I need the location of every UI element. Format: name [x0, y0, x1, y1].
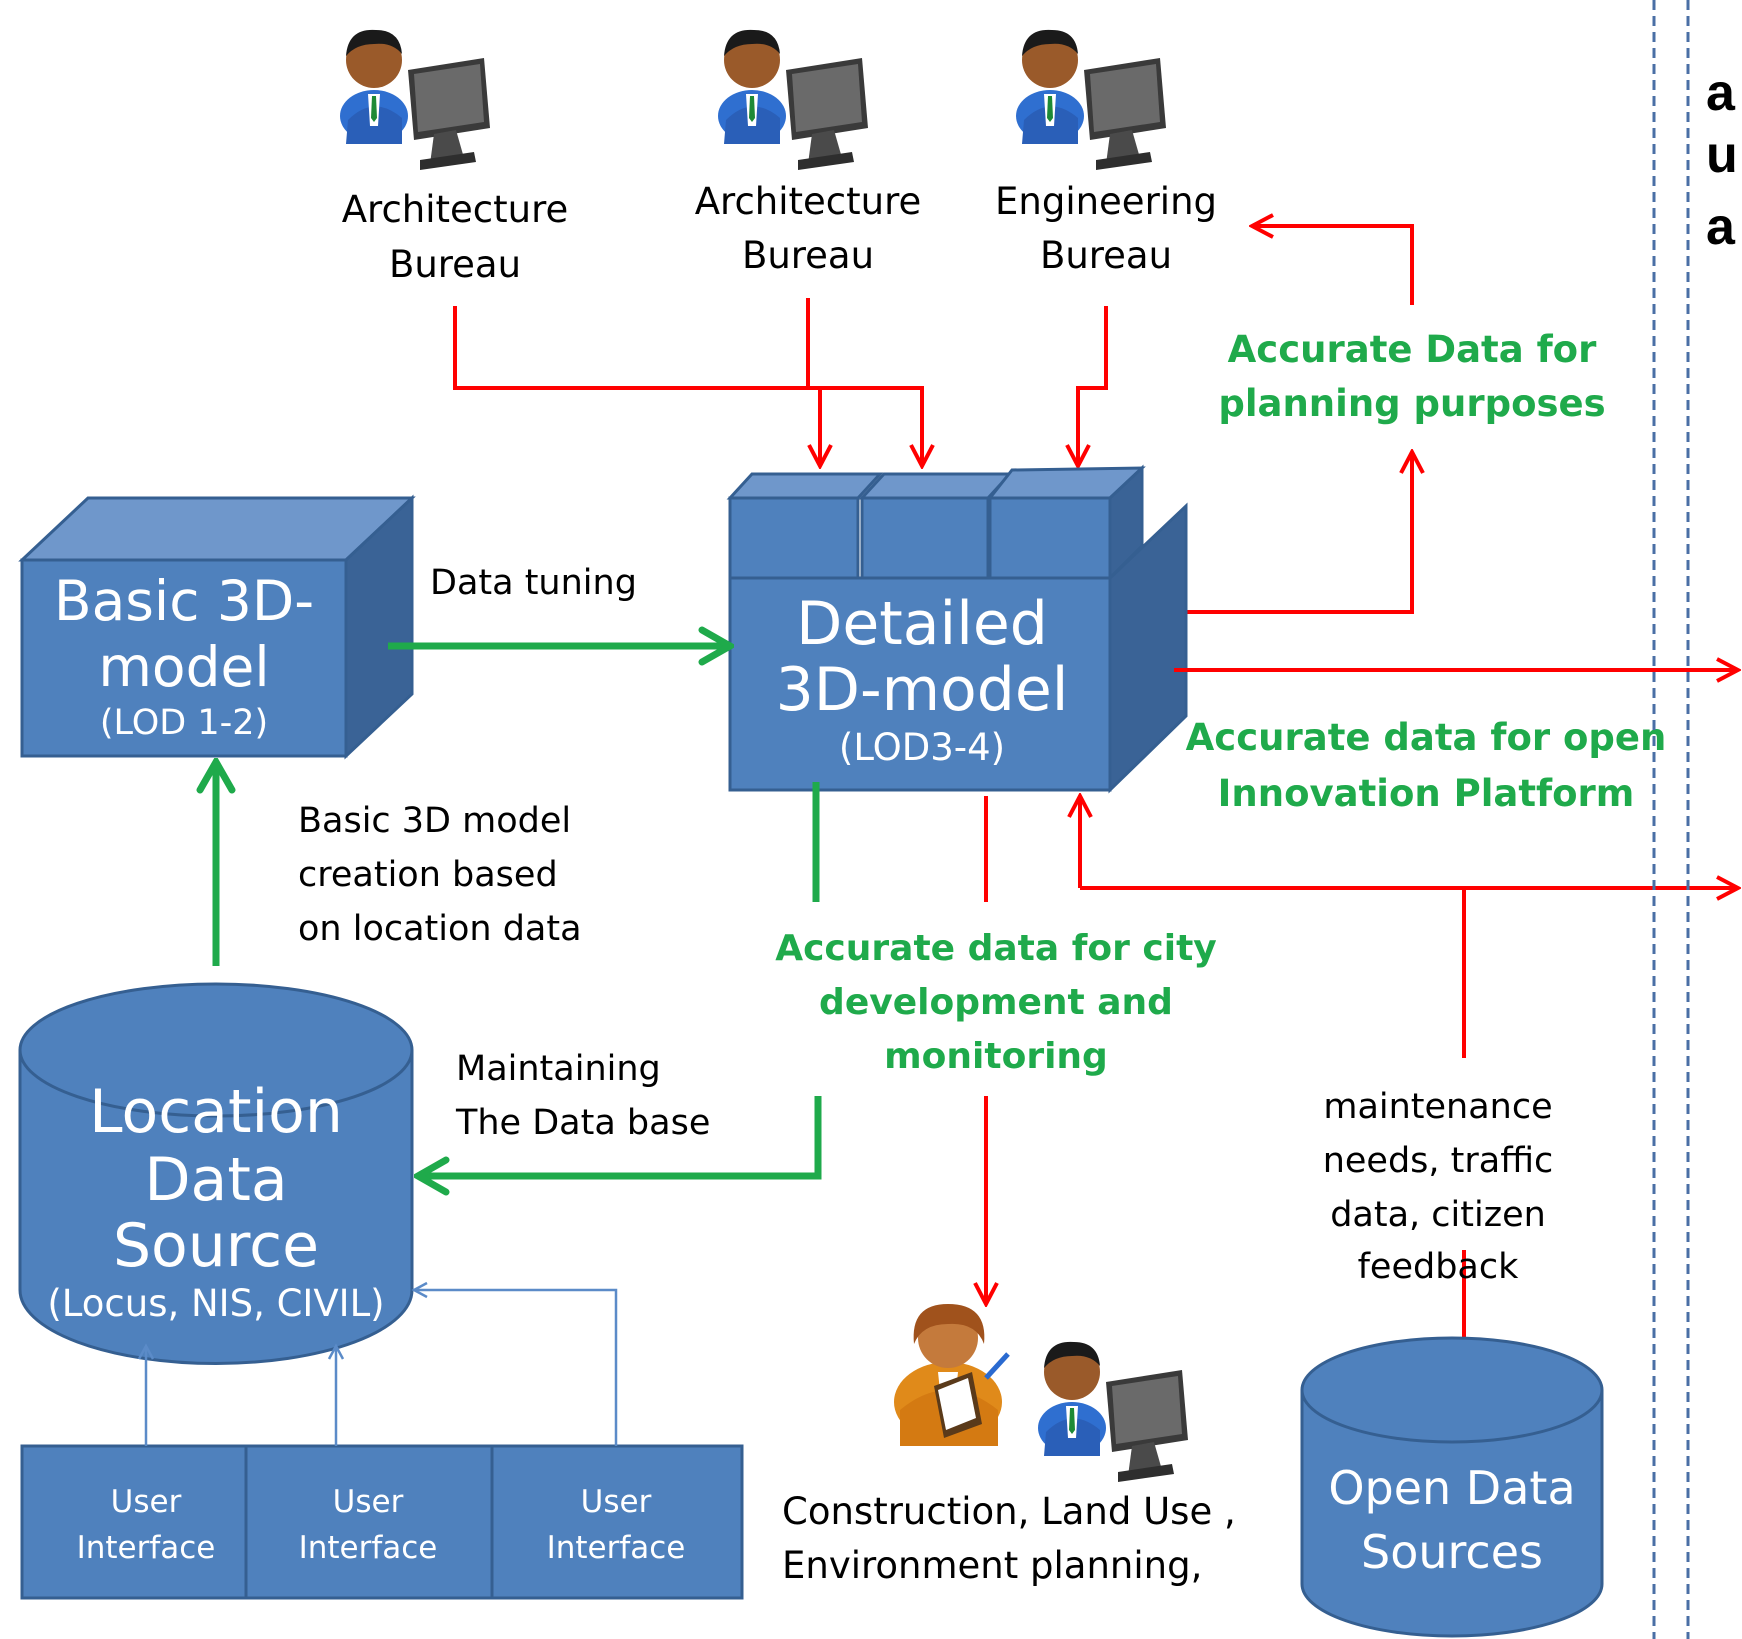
open-innovation-line1: Accurate data for open [1186, 716, 1667, 759]
ui-label-2-line2: Interface [299, 1530, 438, 1566]
red-arrow [806, 298, 820, 466]
location-db-line3: Source [113, 1211, 319, 1281]
actor-architecture-bureau-1: Architecture Bureau [340, 29, 569, 286]
maintenance-line2: needs, traffic [1323, 1141, 1554, 1181]
user-computer-icon [718, 29, 868, 170]
maintaining-line1: Maintaining [456, 1049, 661, 1089]
maintenance-line4: feedback [1358, 1247, 1520, 1287]
actor-label-line2: Bureau [742, 234, 874, 277]
basic-model-title-line1: Basic 3D- [54, 569, 314, 633]
right-panel-text-1: a [1706, 64, 1736, 122]
basic-3d-model-block: Basic 3D- model (LOD 1-2) [18, 494, 416, 760]
construction-line2: Environment planning, [782, 1544, 1202, 1587]
open-innovation-line2: Innovation Platform [1218, 772, 1635, 815]
maintenance-line1: maintenance [1323, 1087, 1552, 1127]
location-db-line2: Data [144, 1145, 287, 1215]
actor-engineering-bureau: Engineering Bureau [995, 29, 1217, 277]
city-dev-line2: development and [819, 982, 1173, 1023]
user-computer-icon [1016, 29, 1166, 170]
blue-arrow [411, 1281, 618, 1446]
detailed-model-title-line2: 3D-model [776, 655, 1069, 725]
detailed-3d-model-block: Detailed 3D-model (LOD3-4) [726, 464, 1188, 794]
planning-feedback-arrows [1186, 226, 1414, 614]
open-db-line2: Sources [1361, 1525, 1543, 1579]
ui-to-db-arrows [137, 1281, 618, 1446]
basic-model-title-line2: model [98, 635, 269, 699]
detailed-model-title-line1: Detailed [796, 589, 1048, 659]
user-computer-icon [1038, 1341, 1188, 1482]
ui-label-1-line1: User [111, 1484, 182, 1520]
ui-label-3-line1: User [581, 1484, 652, 1520]
maintaining-line2: The Data base [455, 1103, 710, 1143]
location-data-source-db: Location Data Source (Locus, NIS, CIVIL) [18, 982, 414, 1365]
city-dev-line3: monitoring [884, 1036, 1108, 1077]
user-computer-icon [340, 29, 490, 170]
construction-line1: Construction, Land Use , [782, 1490, 1236, 1533]
open-db-line1: Open Data [1328, 1461, 1575, 1515]
basic-model-sub: (LOD 1-2) [100, 703, 268, 743]
green-arrow-maintaining [418, 1096, 822, 1176]
open-innovation-arrows [1080, 670, 1738, 1368]
red-arrow [453, 306, 922, 466]
red-arrow [1078, 306, 1108, 466]
construction-actors: Construction, Land Use , Environment pla… [782, 1304, 1236, 1587]
actor-label-line1: Architecture [695, 180, 922, 223]
location-db-sub: (Locus, NIS, CIVIL) [47, 1282, 384, 1325]
actors-to-detailed-arrows [453, 298, 1108, 466]
actor-architecture-bureau-2: Architecture Bureau [695, 29, 922, 277]
maintenance-line3: data, citizen [1330, 1195, 1546, 1235]
ui-label-1-line2: Interface [77, 1530, 216, 1566]
actor-label-line2: Bureau [389, 243, 521, 286]
basic-creation-line2: creation based [298, 855, 558, 895]
right-panel-divider [1652, 0, 1690, 1639]
woman-clipboard-icon [894, 1304, 1010, 1446]
right-panel-text-3: a [1706, 198, 1736, 256]
location-db-line1: Location [89, 1077, 343, 1147]
planning-label-line1: Accurate Data for [1228, 328, 1597, 371]
open-data-sources-db: Open Data Sources [1300, 1336, 1604, 1638]
planning-label-line2: planning purposes [1218, 382, 1605, 425]
city-dev-line1: Accurate data for city [775, 928, 1217, 969]
red-arrow [1252, 226, 1414, 305]
basic-creation-line1: Basic 3D model [298, 801, 571, 841]
actor-label-line1: Architecture [342, 188, 569, 231]
actor-label-line1: Engineering [995, 180, 1217, 223]
data-tuning-label: Data tuning [430, 563, 637, 603]
right-panel-text-2: u [1706, 126, 1738, 184]
red-arrow [1186, 452, 1412, 614]
basic-creation-line3: on location data [298, 909, 582, 949]
actor-label-line2: Bureau [1040, 234, 1172, 277]
ui-label-3-line2: Interface [547, 1530, 686, 1566]
detailed-model-sub: (LOD3-4) [839, 726, 1005, 769]
user-interfaces-row: User Interface User Interface User Inter… [20, 1444, 744, 1600]
ui-label-2-line1: User [333, 1484, 404, 1520]
